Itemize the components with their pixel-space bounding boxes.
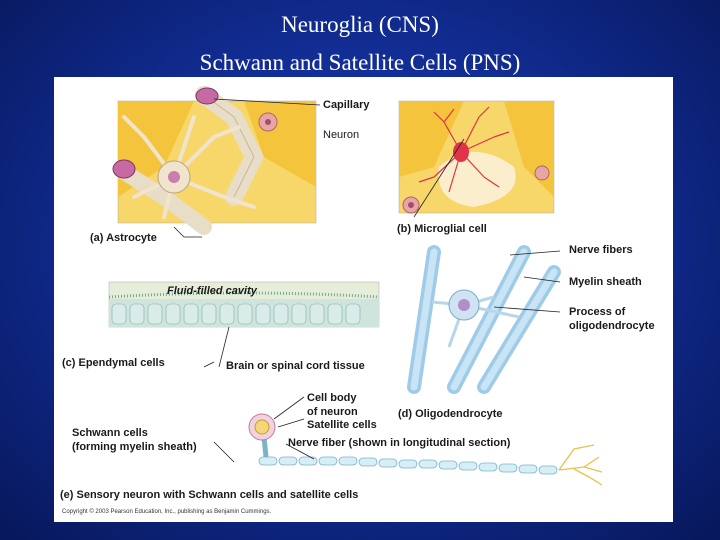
label-cell-body-line-2: of neuron <box>307 406 358 418</box>
label-process-line-2: oligodendrocyte <box>569 320 655 332</box>
label-neuron: Neuron <box>323 129 360 141</box>
oligodendrocyte-illustration <box>407 245 561 394</box>
label-myelin-sheath: Myelin sheath <box>569 276 642 288</box>
label-schwann-cells-line-2: (forming myelin sheath) <box>72 441 197 453</box>
label-nerve-fiber-longitudinal: Nerve fiber (shown in longitudinal secti… <box>288 437 511 449</box>
diagram-panel: Capillary Neuron (a) Astrocyte (b) Micro… <box>54 77 673 522</box>
label-schwann-cells-line-1: Schwann cells <box>72 427 148 439</box>
caption-microglial-cell: (b) Microglial cell <box>397 223 487 235</box>
copyright-notice: Copyright © 2003 Pearson Education, Inc.… <box>62 509 272 515</box>
label-capillary: Capillary <box>323 99 370 111</box>
slide-title-line-1: Neuroglia (CNS) <box>281 12 439 37</box>
ependymal-illustration <box>108 281 380 328</box>
slide-title-line-2: Schwann and Satellite Cells (PNS) <box>199 50 521 75</box>
label-fluid-filled-cavity: Fluid-filled cavity <box>167 285 257 297</box>
astrocyte-illustration <box>112 86 317 235</box>
caption-oligodendrocyte: (d) Oligodendrocyte <box>398 408 503 420</box>
caption-astrocyte: (a) Astrocyte <box>90 232 157 244</box>
neuroglia-illustration <box>108 86 603 486</box>
label-process-line-1: Process of <box>569 306 626 318</box>
label-nerve-fibers: Nerve fibers <box>569 244 633 256</box>
caption-ependymal-cells: (c) Ependymal cells <box>62 357 165 369</box>
caption-sensory-neuron: (e) Sensory neuron with Schwann cells an… <box>60 489 359 501</box>
label-satellite-cells: Satellite cells <box>307 419 377 431</box>
label-cell-body-line-1: Cell body <box>307 392 357 404</box>
label-brain-spinal-cord-tissue: Brain or spinal cord tissue <box>226 360 365 372</box>
sensory-neuron-illustration <box>248 413 603 486</box>
microglial-illustration <box>398 100 555 214</box>
